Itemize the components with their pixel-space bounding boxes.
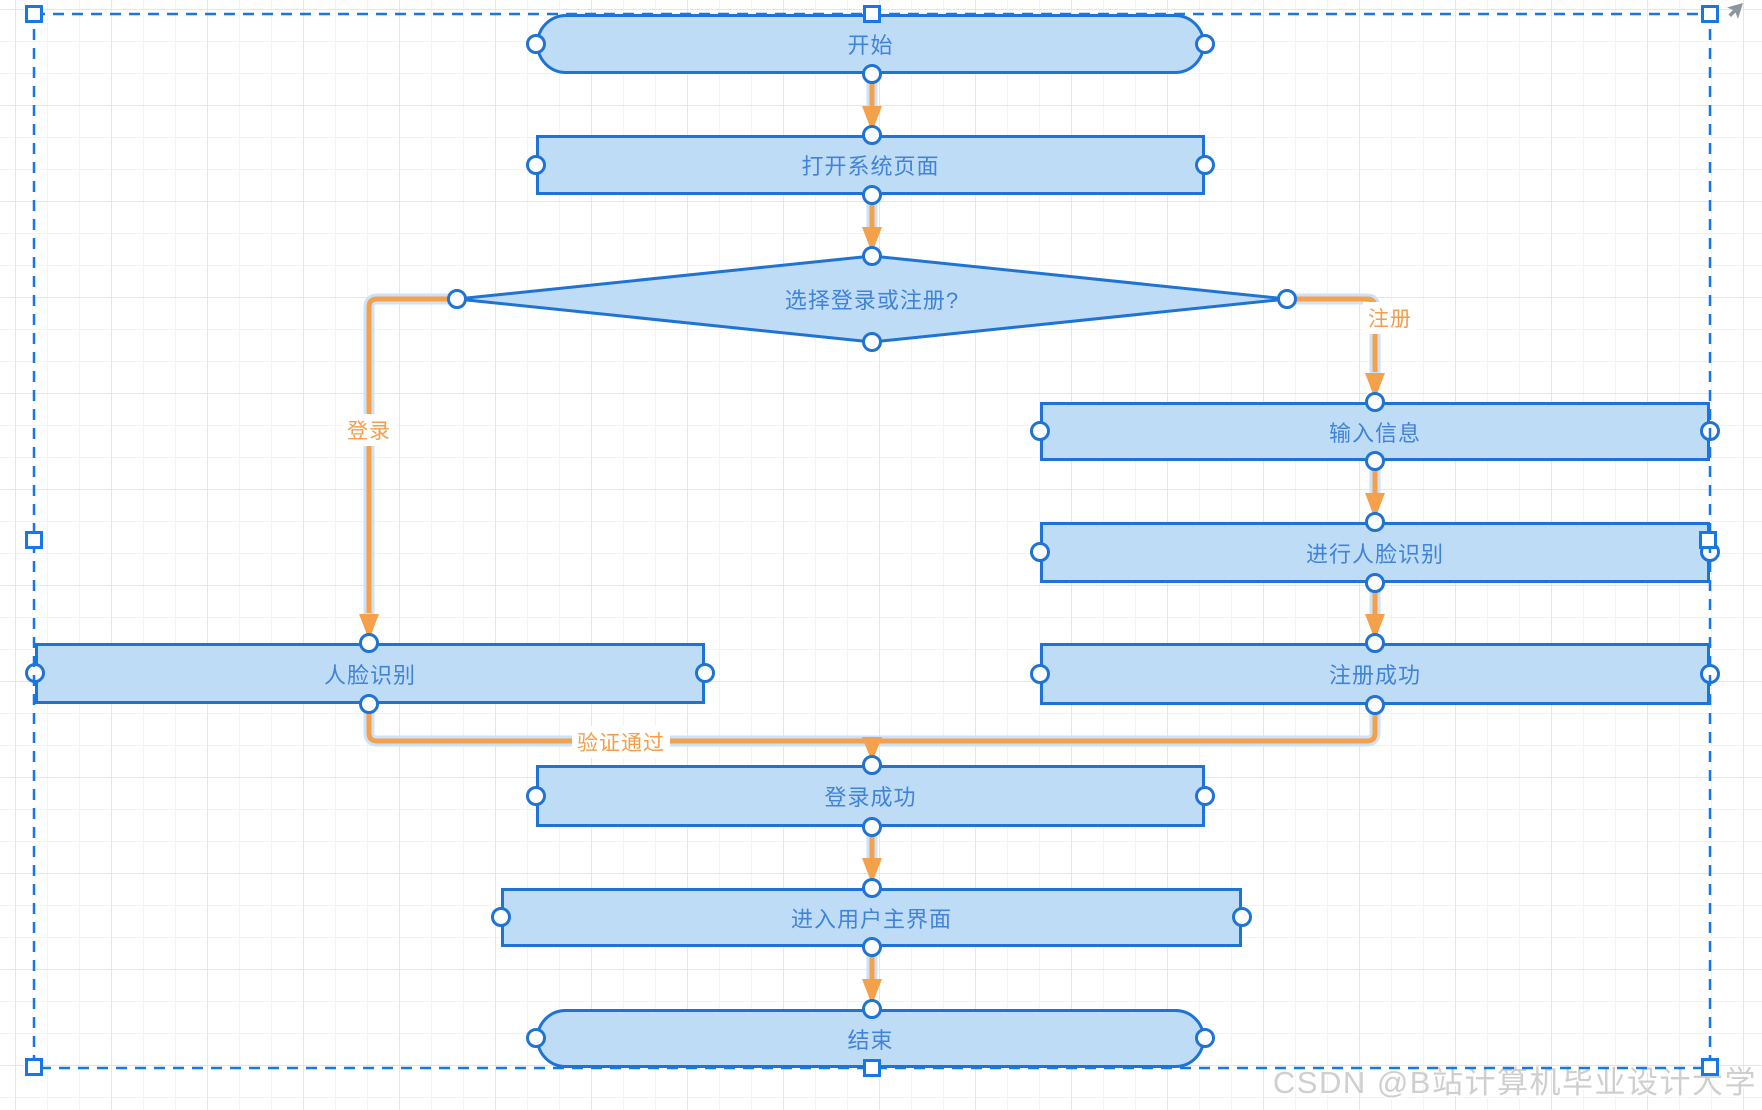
connection-point[interactable] <box>491 907 511 927</box>
node-do-face-label: 进行人脸识别 <box>1305 541 1444 567</box>
arrowhead-openpage-choose <box>862 227 882 253</box>
connection-point[interactable] <box>862 937 882 957</box>
connection-point[interactable] <box>862 332 882 352</box>
arrowhead-mainui-end <box>862 979 882 1005</box>
arrowhead-register-branch <box>1365 373 1385 399</box>
node-open-page-label: 打开系统页面 <box>801 154 940 179</box>
connection-point[interactable] <box>1195 786 1215 806</box>
mouse-cursor-icon <box>1727 3 1743 19</box>
connection-point[interactable] <box>862 125 882 145</box>
node-end-label: 结束 <box>847 1027 894 1053</box>
arrowhead-login-branch <box>359 614 379 640</box>
node-input-info-label: 输入信息 <box>1328 420 1421 446</box>
connection-point[interactable] <box>695 663 715 683</box>
edge-label-verify[interactable]: 验证通过 <box>572 726 670 758</box>
watermark-text: CSDN @B站计算机毕业设计大学 <box>1272 1065 1757 1100</box>
selection-outline <box>32 12 1712 1070</box>
connection-point[interactable] <box>862 755 882 775</box>
connection-point[interactable] <box>862 64 882 84</box>
selection-handle-top-left[interactable] <box>25 5 43 23</box>
connection-point[interactable] <box>862 246 882 266</box>
edge-label-login[interactable]: 登录 <box>342 414 396 446</box>
connection-point[interactable] <box>359 694 379 714</box>
node-register-ok-label: 注册成功 <box>1328 663 1421 688</box>
edge-facerec-loginok[interactable] <box>366 706 868 744</box>
node-main-ui-label: 进入用户主界面 <box>790 906 952 932</box>
edge-label-register[interactable]: 注册 <box>1363 302 1417 334</box>
connection-point[interactable] <box>526 155 546 175</box>
connection-point[interactable] <box>359 633 379 653</box>
connection-point[interactable] <box>447 289 467 309</box>
connection-point[interactable] <box>1030 421 1050 441</box>
connection-point[interactable] <box>1232 907 1252 927</box>
connection-point[interactable] <box>862 817 882 837</box>
connection-point[interactable] <box>1365 633 1385 653</box>
arrowhead-merge-loginok <box>862 737 882 762</box>
selection-handles <box>25 5 1719 1077</box>
node-face-rec-label: 人脸识别 <box>323 662 416 688</box>
connection-point[interactable] <box>1195 155 1215 175</box>
connection-point[interactable] <box>862 999 882 1019</box>
node-choose-label: 选择登录或注册? <box>784 288 960 313</box>
node-login-ok-label: 登录成功 <box>824 785 917 810</box>
connection-point[interactable] <box>1365 695 1385 715</box>
edge-login-branch[interactable] <box>366 296 457 613</box>
connection-point[interactable] <box>1277 289 1297 309</box>
connection-point[interactable] <box>1030 664 1050 684</box>
selection-handle-bottom-center[interactable] <box>863 1059 881 1077</box>
selection-handle-bottom-right[interactable] <box>1701 1058 1719 1076</box>
edge-regok-loginok[interactable] <box>876 707 1378 744</box>
connection-point[interactable] <box>1195 1028 1215 1048</box>
connection-point[interactable] <box>1365 512 1385 532</box>
connection-point[interactable] <box>1365 392 1385 412</box>
connection-point[interactable] <box>1195 34 1215 54</box>
selection-handle-bottom-left[interactable] <box>25 1058 43 1076</box>
node-choose-label-box: 选择登录或注册? <box>457 256 1287 342</box>
selection-handle-mid-left[interactable] <box>25 531 43 549</box>
selection-handle-top-right[interactable] <box>1701 5 1719 23</box>
connection-point[interactable] <box>526 786 546 806</box>
connection-point[interactable] <box>526 1028 546 1048</box>
connection-point[interactable] <box>1365 573 1385 593</box>
arrowhead-input-doface <box>1365 493 1385 519</box>
arrowhead-start-openpage <box>862 106 882 132</box>
connection-point[interactable] <box>862 878 882 898</box>
connection-point[interactable] <box>1030 542 1050 562</box>
arrowhead-loginok-mainui <box>862 858 882 884</box>
selection-handle-mid-right[interactable] <box>1699 531 1717 549</box>
connection-points <box>25 34 1720 1048</box>
selection-handle-top-center[interactable] <box>863 5 881 23</box>
arrowhead-doface-regok <box>1365 614 1385 640</box>
node-start-label: 开始 <box>847 33 894 58</box>
connection-point[interactable] <box>526 34 546 54</box>
connection-point[interactable] <box>862 185 882 205</box>
connection-point[interactable] <box>1365 451 1385 471</box>
